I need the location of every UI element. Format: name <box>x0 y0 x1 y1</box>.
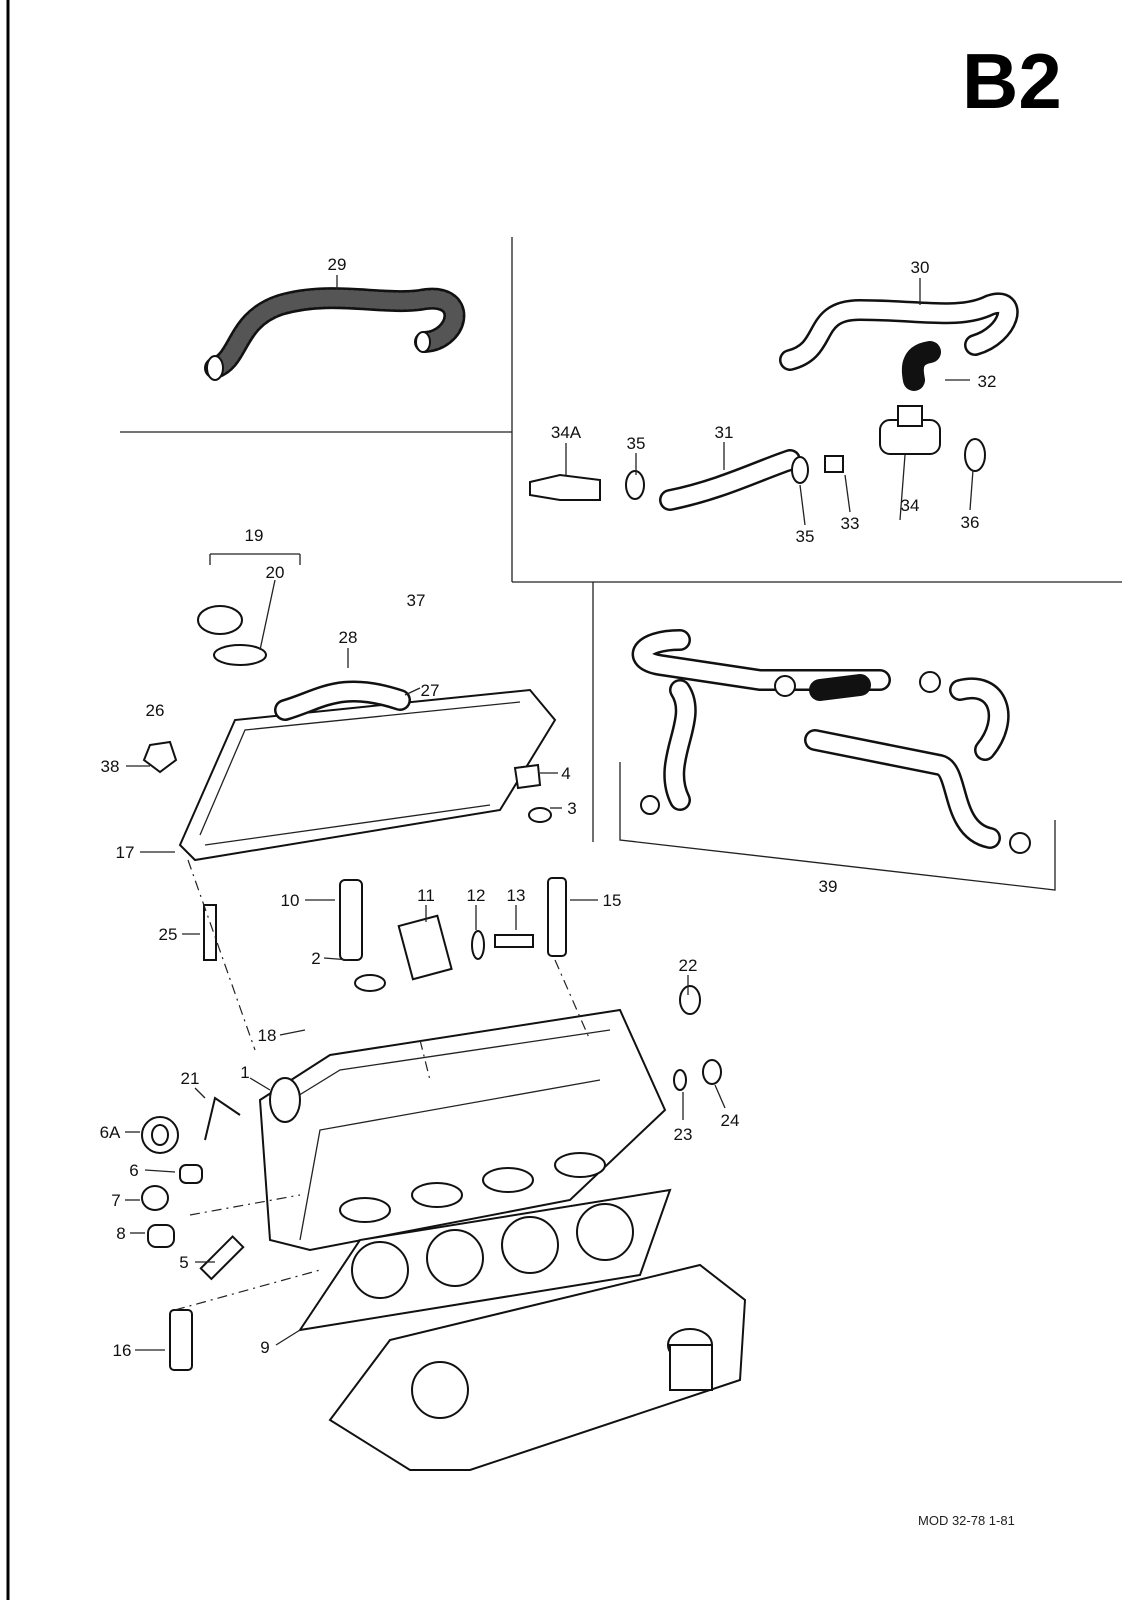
callout-1: 1 <box>240 1063 249 1082</box>
section-dividers <box>120 237 1122 842</box>
bolts-and-studs <box>169 877 567 1371</box>
callout-8: 8 <box>116 1224 125 1243</box>
callout-33: 33 <box>841 514 860 533</box>
callout-19: 19 <box>245 526 264 545</box>
callout-16: 16 <box>113 1341 132 1360</box>
callout-25: 25 <box>159 925 178 944</box>
callout-23: 23 <box>674 1125 693 1144</box>
callout-35-b: 35 <box>796 527 815 546</box>
callout-21: 21 <box>181 1069 200 1088</box>
engine-block <box>328 1263 747 1471</box>
hose-set-39 <box>619 629 1056 891</box>
callout-9: 9 <box>260 1338 269 1357</box>
head-gasket <box>297 1188 672 1332</box>
cylinder-head <box>141 985 722 1252</box>
callout-27: 27 <box>421 681 440 700</box>
callout-17: 17 <box>116 843 135 862</box>
callout-labels: 29 30 32 34A 35 31 33 34 36 35 19 20 37 … <box>100 255 997 1360</box>
callout-30: 30 <box>911 258 930 277</box>
callout-38: 38 <box>101 757 120 776</box>
callout-4: 4 <box>561 764 570 783</box>
callout-34A: 34A <box>551 423 582 442</box>
callout-24: 24 <box>721 1111 740 1130</box>
assembly-lines <box>174 859 591 1311</box>
callout-3: 3 <box>567 799 576 818</box>
callout-39: 39 <box>819 877 838 896</box>
hose-29 <box>204 287 466 381</box>
callout-29: 29 <box>328 255 347 274</box>
callout-18: 18 <box>258 1026 277 1045</box>
leader-lines <box>125 275 974 1351</box>
callout-28: 28 <box>339 628 358 647</box>
valve-cover <box>142 605 557 862</box>
callout-37: 37 <box>407 591 426 610</box>
callout-6: 6 <box>129 1161 138 1180</box>
hose-30-assembly <box>529 292 1019 511</box>
callout-31: 31 <box>715 423 734 442</box>
callout-32: 32 <box>978 372 997 391</box>
footer-code: MOD 32-78 1-81 <box>918 1513 1015 1528</box>
callout-12: 12 <box>467 886 486 905</box>
page-code: B2 <box>962 37 1062 125</box>
callout-6A: 6A <box>100 1123 121 1142</box>
callout-26: 26 <box>146 701 165 720</box>
callout-20: 20 <box>266 563 285 582</box>
callout-36: 36 <box>961 513 980 532</box>
callout-13: 13 <box>507 886 526 905</box>
callout-2: 2 <box>311 949 320 968</box>
callout-22: 22 <box>679 956 698 975</box>
callout-7: 7 <box>111 1191 120 1210</box>
callout-34: 34 <box>901 496 920 515</box>
callout-35: 35 <box>627 434 646 453</box>
callout-10: 10 <box>281 891 300 910</box>
callout-11: 11 <box>417 886 435 905</box>
callout-15: 15 <box>603 891 622 910</box>
callout-5: 5 <box>179 1253 188 1272</box>
